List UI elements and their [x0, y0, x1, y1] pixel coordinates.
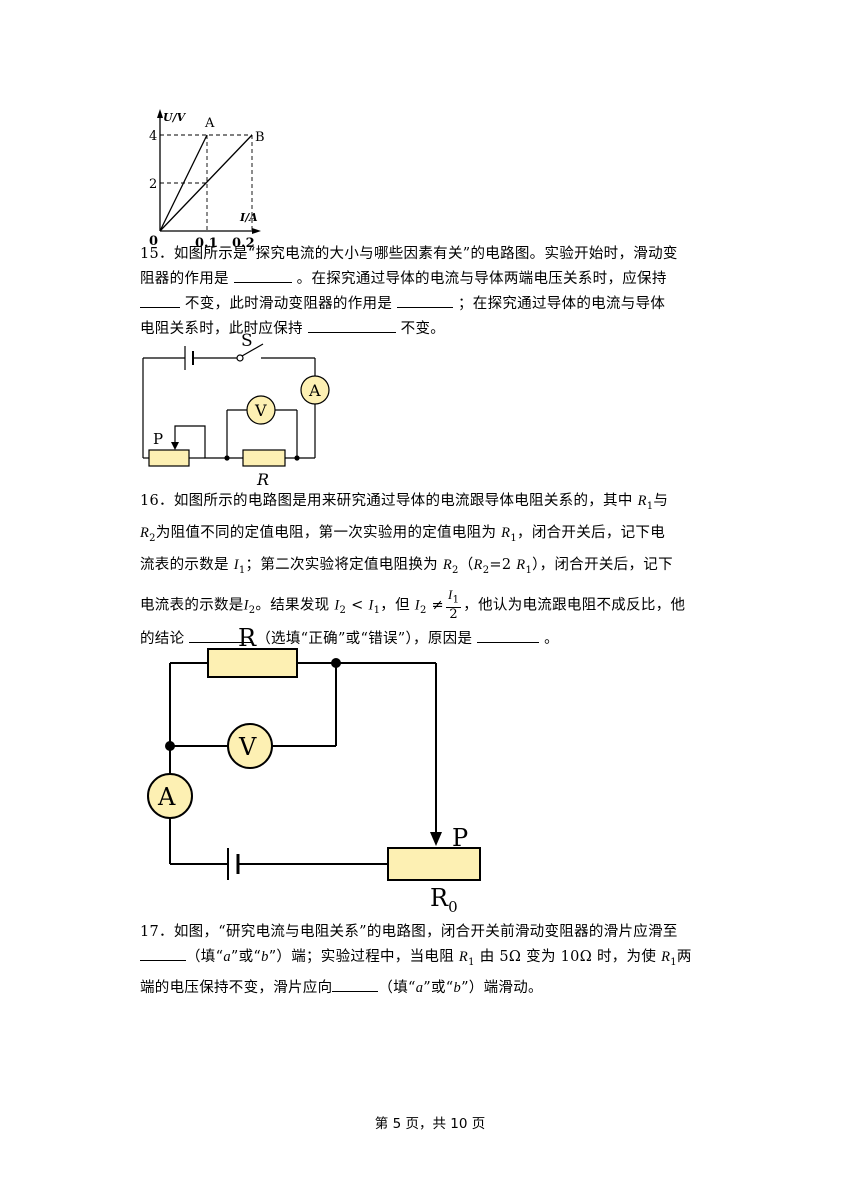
blank-8	[332, 975, 379, 992]
x-axis-label: I/A	[239, 211, 258, 224]
line-a-label: A	[204, 116, 215, 131]
q15-line-4: 电阻关系时，此时应保持 不变。	[140, 316, 720, 341]
page-footer: 第 5 页，共 10 页	[374, 1116, 486, 1132]
resistor-r	[242, 449, 286, 467]
rheostat-r0	[387, 847, 481, 881]
x-tick-0-1: 0.1	[195, 236, 218, 250]
origin-label: 0	[149, 234, 158, 249]
voltmeter	[227, 723, 273, 769]
q17-line-3: 端的电压保持不变，滑片应向（填“a”或“b”）端滑动。	[140, 975, 720, 1000]
rheostat-label: R0	[430, 884, 458, 916]
blank-6	[477, 626, 540, 643]
slider-arrow	[430, 832, 442, 846]
resistor-label: R	[238, 624, 257, 652]
y-tick-2: 2	[149, 177, 157, 192]
y-tick-4: 4	[149, 129, 157, 144]
switch-label: S	[241, 331, 253, 351]
q16-line-5: 的结论 （选填“正确”或“错误”），原因是 。	[140, 626, 720, 652]
voltmeter-label: V	[238, 733, 257, 761]
ammeter-label: A	[157, 783, 176, 811]
slider-label: P	[153, 430, 163, 448]
question-15: 15．如图所示是“探究电流的大小与哪些因素有关”的电路图。实验开始时，滑动变 阻…	[140, 242, 720, 341]
x-tick-0-2: 0.2	[232, 236, 255, 250]
ammeter	[147, 773, 193, 819]
line-b-label: B	[255, 130, 265, 145]
blank-3	[397, 291, 454, 308]
blank-1	[233, 266, 292, 283]
q15-line-2: 阻器的作用是 。在探究通过导体的电流与导体两端电压关系时，应保持	[140, 266, 720, 291]
resistor-label: R	[256, 470, 269, 489]
slider-arrow	[171, 442, 179, 450]
q16-line-2: R2为阻值不同的定值电阻，第一次实验用的定值电阻为 R1，闭合开关后，记下电	[140, 524, 666, 544]
switch-pivot	[236, 354, 244, 362]
q15-line-1: 15．如图所示是“探究电流的大小与哪些因素有关”的电路图。实验开始时，滑动变	[140, 246, 678, 262]
voltmeter	[246, 395, 276, 425]
question-17: 17．如图，“研究电流与电阻关系”的电路图，闭合开关前滑动变阻器的滑片应滑至 （…	[140, 920, 720, 1000]
q15-line-3: 不变，此时滑动变阻器的作用是 ；在探究通过导体的电流与导体	[140, 291, 720, 316]
resistor-r	[207, 648, 298, 678]
blank-4	[307, 316, 396, 333]
y-axis-label: U/V	[163, 111, 187, 124]
ammeter	[300, 375, 330, 405]
q16-line-1: 16．如图所示的电路图是用来研究通过导体的电流跟导体电阻关系的，其中 R1与	[140, 493, 669, 512]
q17-line-1: 17．如图，“研究电流与电阻关系”的电路图，闭合开关前滑动变阻器的滑片应滑至	[140, 924, 678, 940]
blank-2	[140, 291, 180, 308]
circuit-diagram-1: A V S P R	[142, 331, 330, 489]
ammeter-label: A	[308, 381, 321, 400]
blank-5	[189, 626, 252, 643]
blank-7	[140, 944, 186, 961]
q17-line-2: （填“a”或“b”）端；实验过程中，当电阻 R1 由 5Ω 变为 10Ω 时，为…	[140, 944, 720, 975]
u-i-graph: U/V I/A 4 2 0 0.1 0.2 A B	[149, 109, 265, 250]
q16-line-3: 流表的示数是 I1；第二次实验将定值电阻换为 R2（R2=2 R1），闭合开关后…	[140, 556, 673, 576]
switch-blade	[241, 343, 264, 357]
question-16: 16．如图所示的电路图是用来研究通过导体的电流跟导体电阻关系的，其中 R1与 R…	[140, 488, 720, 652]
rheostat	[148, 449, 190, 467]
slider-label: P	[452, 824, 468, 852]
circuit-diagram-2: R V A P R0	[147, 624, 481, 916]
voltmeter-label: V	[254, 401, 267, 420]
